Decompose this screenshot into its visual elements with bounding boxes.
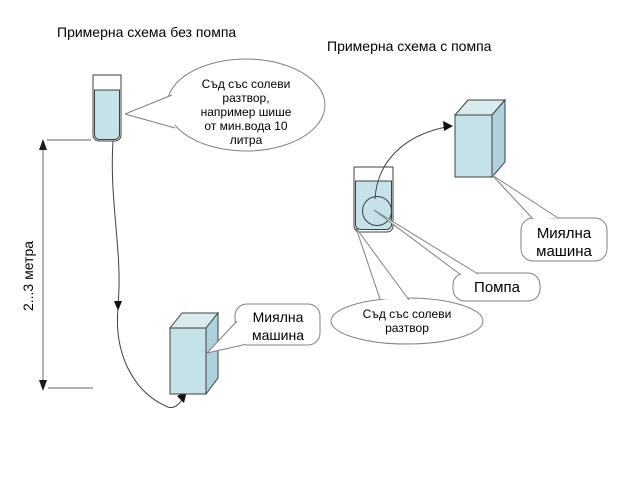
machine-box-side bbox=[205, 311, 219, 396]
dimension-label: 2...3 метра bbox=[20, 241, 36, 311]
callout-tail-edge bbox=[373, 209, 479, 275]
salt-vessel-right bbox=[353, 166, 394, 233]
pump-hose-arrow bbox=[374, 121, 453, 200]
callout-bubble bbox=[452, 272, 541, 302]
callout-text-line: Помпа bbox=[474, 279, 521, 296]
callout-tail-edge bbox=[206, 320, 238, 354]
machine-callout-left: Миялна машина bbox=[206, 303, 321, 354]
callout-text-line: разтвор, bbox=[222, 91, 269, 105]
salt-vessel-left bbox=[92, 74, 122, 142]
callout-bubble bbox=[520, 217, 608, 262]
machine-box-front bbox=[454, 114, 493, 178]
callout-tail-edge bbox=[124, 94, 173, 115]
callout-tail-edge bbox=[355, 227, 381, 300]
arrowhead-icon bbox=[443, 121, 453, 131]
callout-tail bbox=[207, 321, 243, 353]
callout-text-line: например шише bbox=[201, 105, 292, 119]
callout-text-line: от мин.вода 10 bbox=[204, 119, 287, 133]
pump-circle bbox=[362, 196, 392, 226]
washing-machine-left bbox=[168, 311, 220, 396]
hose-line-lower bbox=[116, 307, 185, 409]
right-diagram-title: Примерна схема с помпа bbox=[327, 38, 492, 54]
callout-tail-edge bbox=[373, 209, 462, 276]
pump-callout: Помпа bbox=[373, 209, 541, 302]
callout-tail-edge bbox=[355, 227, 410, 301]
height-dimension: 2...3 метра bbox=[20, 139, 93, 391]
vessel-water bbox=[94, 89, 120, 140]
callout-text-line: литра bbox=[230, 133, 263, 147]
callout-text-line: Съд със солеви bbox=[363, 307, 452, 321]
callout-text-line: Миялна bbox=[537, 225, 592, 242]
vessel-callout-right: Съд със солеви разтвор bbox=[330, 227, 484, 345]
callout-tail bbox=[125, 95, 175, 128]
callout-text-line: машина bbox=[536, 243, 592, 260]
hose-line-upper bbox=[111, 140, 120, 305]
callout-tail-edge bbox=[206, 344, 244, 354]
arrow-down-icon bbox=[39, 380, 47, 391]
callout-tail-edge bbox=[124, 113, 176, 129]
hose-line bbox=[374, 126, 447, 200]
vessel-water bbox=[355, 180, 392, 230]
machine-box-front bbox=[169, 327, 207, 395]
vessel-callout-left: Съд със солеви разтвор, например шише от… bbox=[124, 58, 326, 152]
callout-text-line: Съд със солеви bbox=[202, 77, 291, 91]
callout-text-line: Миялна bbox=[253, 309, 304, 325]
callout-tail-edge bbox=[491, 174, 534, 220]
left-diagram: 2...3 метра Съд със солеви разтво bbox=[20, 58, 326, 409]
machine-callout-right: Миялна машина bbox=[491, 174, 608, 262]
washing-machine-right bbox=[453, 98, 507, 179]
callout-text-line: машина bbox=[252, 327, 304, 343]
right-diagram: Миялна машина Помпа Съд със солеви разтв… bbox=[330, 98, 608, 345]
arrowhead-mid-icon bbox=[114, 301, 122, 311]
left-diagram-title: Примерна схема без помпа bbox=[57, 24, 236, 40]
arrow-up-icon bbox=[39, 139, 47, 150]
callout-tail-edge bbox=[491, 174, 559, 219]
callout-text-line: разтвор bbox=[385, 321, 429, 335]
